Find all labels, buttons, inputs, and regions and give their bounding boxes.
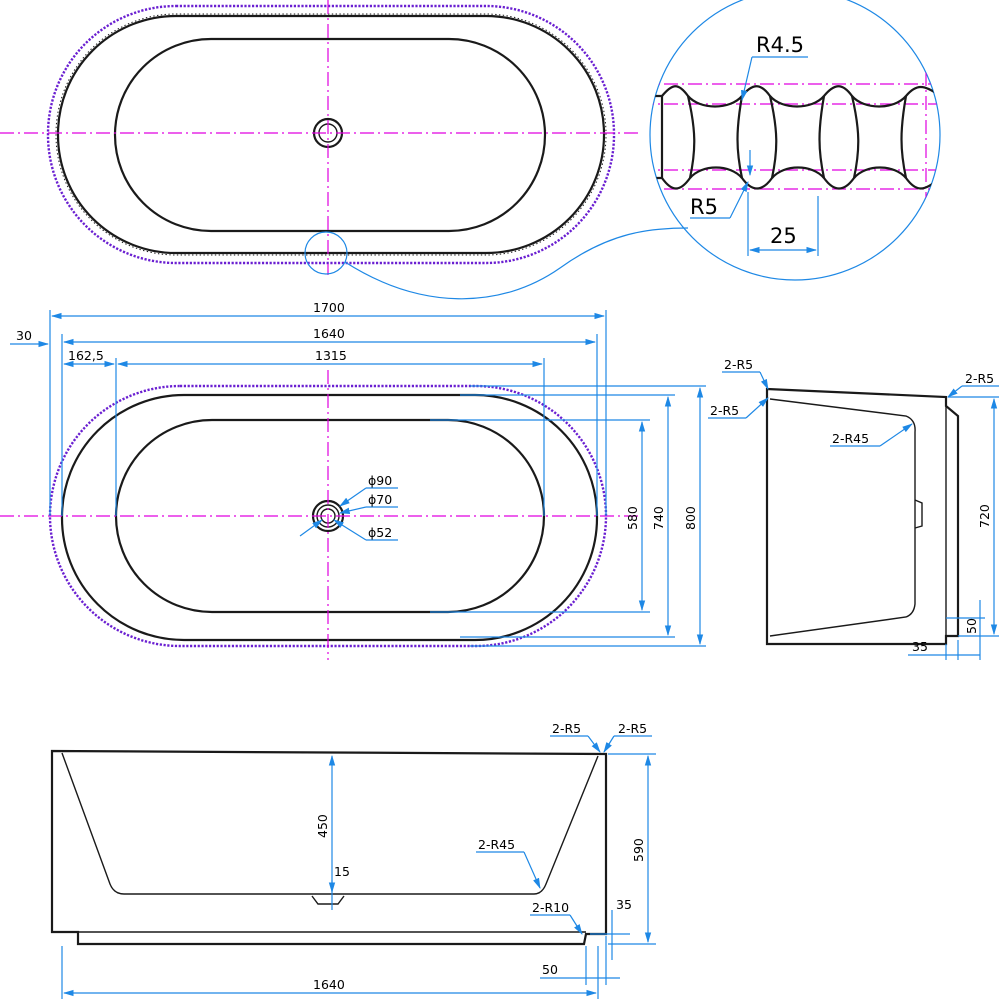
front-view-drain-step <box>311 895 345 905</box>
dim-1700-label: 1700 <box>313 300 345 315</box>
front-r10-leader <box>569 914 583 935</box>
top-view-outer-rim <box>56 14 606 255</box>
front-view-outline <box>50 749 608 946</box>
drain-52-label: ϕ52 <box>368 525 392 540</box>
side-view-overflow <box>914 499 923 529</box>
drain-90-leader <box>339 487 367 507</box>
front-450-label: 450 <box>315 814 330 838</box>
detail-rib-divider-6 <box>900 95 908 179</box>
dim-1640-label: 1640 <box>313 326 345 341</box>
side-r5-tr-leader <box>947 385 963 398</box>
detail-rib-divider-1 <box>686 95 696 179</box>
front-r45-leader <box>523 851 541 889</box>
side-35-label: 35 <box>912 639 928 654</box>
dim-580-label: 580 <box>625 506 640 530</box>
plan-view: 1700 1640 30 1315 162,5 580 740 800 ϕ90 <box>0 300 706 660</box>
front-50-label: 50 <box>542 962 558 977</box>
side-r5-tl-leader <box>759 371 769 390</box>
front-r5-left-leader <box>587 735 601 753</box>
detail-pitch-label: 25 <box>770 224 797 248</box>
dim-800-label: 800 <box>683 506 698 530</box>
detail-r5-label: R5 <box>690 195 718 219</box>
front-35-label: 35 <box>616 897 632 912</box>
drain-70-label: ϕ70 <box>368 492 392 507</box>
dim-1315-label: 1315 <box>315 348 347 363</box>
side-view-inner <box>769 398 916 637</box>
drain-leader-left <box>299 519 323 537</box>
drain-90-label: ϕ90 <box>368 473 392 488</box>
detail-rib-profile-bottom <box>650 166 940 190</box>
side-view-outline <box>765 387 960 646</box>
detail-r45-label: R4.5 <box>756 33 804 57</box>
detail-r45-leader <box>741 56 753 102</box>
dim-740-label: 740 <box>651 506 666 530</box>
side-720-label: 720 <box>977 504 992 528</box>
front-590-label: 590 <box>631 838 646 862</box>
front-r5-right-leader <box>603 735 615 753</box>
front-view: 2-R5 2-R5 2-R45 2-R10 450 15 590 35 50 1… <box>50 721 656 999</box>
detail-rib-profile-top <box>650 85 940 108</box>
front-r5-left-label: 2-R5 <box>552 721 581 736</box>
side-r45-label: 2-R45 <box>832 431 869 446</box>
top-view <box>0 0 689 300</box>
side-r5-tr-label: 2-R5 <box>965 371 994 386</box>
detail-rib-divider-2 <box>736 95 744 179</box>
side-r5-il-leader <box>745 397 769 419</box>
front-r5-right-label: 2-R5 <box>618 721 647 736</box>
front-15-label: 15 <box>334 864 350 879</box>
top-view-ribbed-outline <box>46 4 616 265</box>
plan-view-outer-rim <box>60 393 599 642</box>
detail-callout-circle <box>304 231 348 275</box>
detail-boundary <box>649 0 941 281</box>
detail-rib-divider-3 <box>768 95 778 179</box>
drain-52-leader <box>333 519 367 541</box>
top-view-basin <box>113 37 547 233</box>
side-50-label: 50 <box>964 618 979 634</box>
detail-view: R4.5 R5 25 <box>649 0 941 281</box>
side-r5-tl-label: 2-R5 <box>724 357 753 372</box>
dim-162-label: 162,5 <box>68 348 104 363</box>
side-r45-leader <box>879 423 913 447</box>
detail-r5-leader <box>729 181 749 219</box>
detail-rib-divider-5 <box>850 95 860 179</box>
drain-70-leader <box>338 506 367 514</box>
front-r10-label: 2-R10 <box>532 900 569 915</box>
front-view-inner <box>61 752 599 895</box>
front-r45-label: 2-R45 <box>478 837 515 852</box>
front-1640-label: 1640 <box>313 977 345 992</box>
side-r5-il-label: 2-R5 <box>710 403 739 418</box>
side-view: 2-R5 2-R5 2-R5 2-R45 720 50 35 <box>708 357 999 660</box>
dim-30-label: 30 <box>16 328 32 343</box>
top-view-ribbed-inner <box>55 13 607 256</box>
detail-leader-curve <box>344 227 689 300</box>
detail-rib-divider-4 <box>818 95 826 179</box>
